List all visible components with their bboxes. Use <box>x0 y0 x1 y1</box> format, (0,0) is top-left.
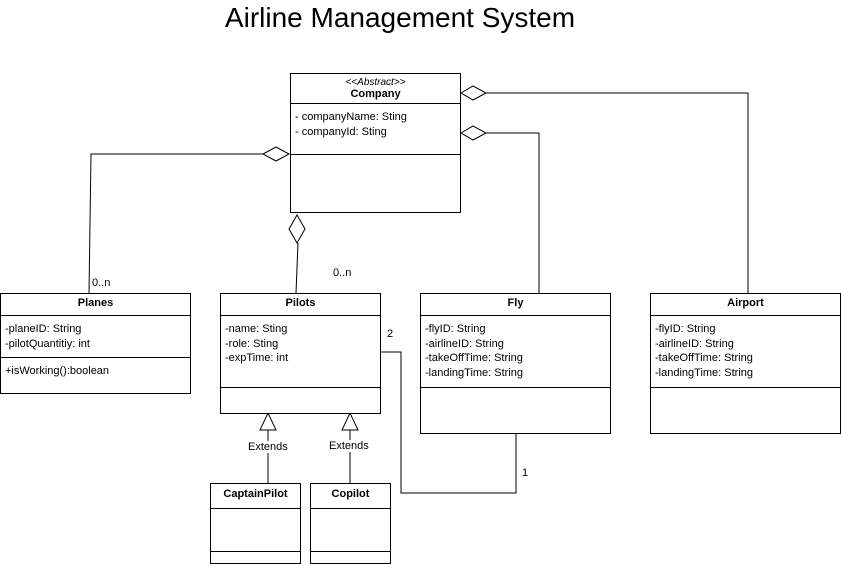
class-airport-header: Airport <box>651 294 840 316</box>
copilot-inheritance-arrow <box>341 411 359 431</box>
pilots-fly-multiplicity-2: 2 <box>387 328 394 340</box>
attribute: -takeOffTime: String <box>425 352 523 364</box>
class-airport-operations <box>651 388 840 398</box>
class-planes-header: Planes <box>1 294 190 316</box>
pilots-aggregation-diamond <box>288 213 306 245</box>
planes-aggregation-diamond <box>261 146 291 162</box>
class-planes-operations: +isWorking():boolean <box>1 358 190 383</box>
class-company-stereotype: <<Abstract>> <box>345 77 406 88</box>
planes-company-link <box>88 153 265 294</box>
class-pilots[interactable]: Pilots -name: Sting -role: Sting -expTim… <box>220 293 381 414</box>
class-copilot-attributes <box>311 509 390 552</box>
captainpilot-extends-label: Extends <box>248 441 288 453</box>
pilots-fly-association <box>381 351 517 494</box>
class-company-operations <box>291 155 460 165</box>
planes-multiplicity-label: 0..n <box>92 277 111 289</box>
attribute: -flyID: String <box>425 323 486 335</box>
attribute: -airlineID: String <box>425 337 504 350</box>
class-company-header: <<Abstract>> Company <box>291 74 460 104</box>
pilots-multiplicity-label: 0..n <box>333 267 352 279</box>
class-pilots-attributes: -name: Sting -role: Sting -expTime: int <box>221 316 380 388</box>
airport-company-link <box>486 92 749 293</box>
attribute: -airlineID: String <box>655 337 734 350</box>
airport-aggregation-diamond <box>460 85 488 101</box>
class-captainpilot-header: CaptainPilot <box>211 484 300 509</box>
class-fly[interactable]: Fly -flyID: String -airlineID: String -t… <box>420 293 611 434</box>
attribute: -landingTime: String <box>655 366 754 379</box>
attribute: -takeOffTime: String <box>655 352 753 364</box>
attribute: -name: Sting <box>225 323 288 335</box>
attribute: - companyName: Sting <box>295 111 407 123</box>
class-company-name: Company <box>350 88 401 100</box>
pilots-fly-multiplicity-1: 1 <box>522 467 529 479</box>
operation: +isWorking():boolean <box>5 365 110 377</box>
diagram-title: Airline Management System <box>224 2 576 33</box>
class-captainpilot[interactable]: CaptainPilot <box>210 483 301 564</box>
class-planes[interactable]: Planes -planeID: String -pilotQuantitiy:… <box>0 293 191 394</box>
class-fly-header: Fly <box>421 294 610 316</box>
class-airport[interactable]: Airport -flyID: String -airlineID: Strin… <box>650 293 841 434</box>
attribute: -expTime: int <box>225 352 289 364</box>
attribute: -role: Sting <box>225 337 279 350</box>
fly-aggregation-diamond <box>460 125 488 141</box>
class-fly-attributes: -flyID: String -airlineID: String -takeO… <box>421 316 610 388</box>
attribute: -planeID: String <box>5 323 82 335</box>
fly-company-link <box>486 132 540 293</box>
captainpilot-inheritance-arrow <box>259 411 277 431</box>
class-pilots-header: Pilots <box>221 294 380 316</box>
attribute: - companyId: Sting <box>295 125 387 138</box>
attribute: -landingTime: String <box>425 366 524 379</box>
class-copilot[interactable]: Copilot <box>310 483 391 564</box>
attribute: -pilotQuantitiy: int <box>5 337 90 350</box>
class-planes-attributes: -planeID: String -pilotQuantitiy: int <box>1 316 190 358</box>
class-copilot-header: Copilot <box>311 484 390 509</box>
class-company-attributes: - companyName: Sting - companyId: Sting <box>291 104 460 155</box>
pilots-company-link <box>295 242 299 294</box>
class-airport-attributes: -flyID: String -airlineID: String -takeO… <box>651 316 840 388</box>
class-pilots-operations <box>221 388 380 398</box>
class-captainpilot-attributes <box>211 509 300 552</box>
class-company[interactable]: <<Abstract>> Company - companyName: Stin… <box>290 73 461 213</box>
attribute: -flyID: String <box>655 323 716 335</box>
copilot-extends-label: Extends <box>329 440 369 452</box>
class-fly-operations <box>421 388 610 398</box>
